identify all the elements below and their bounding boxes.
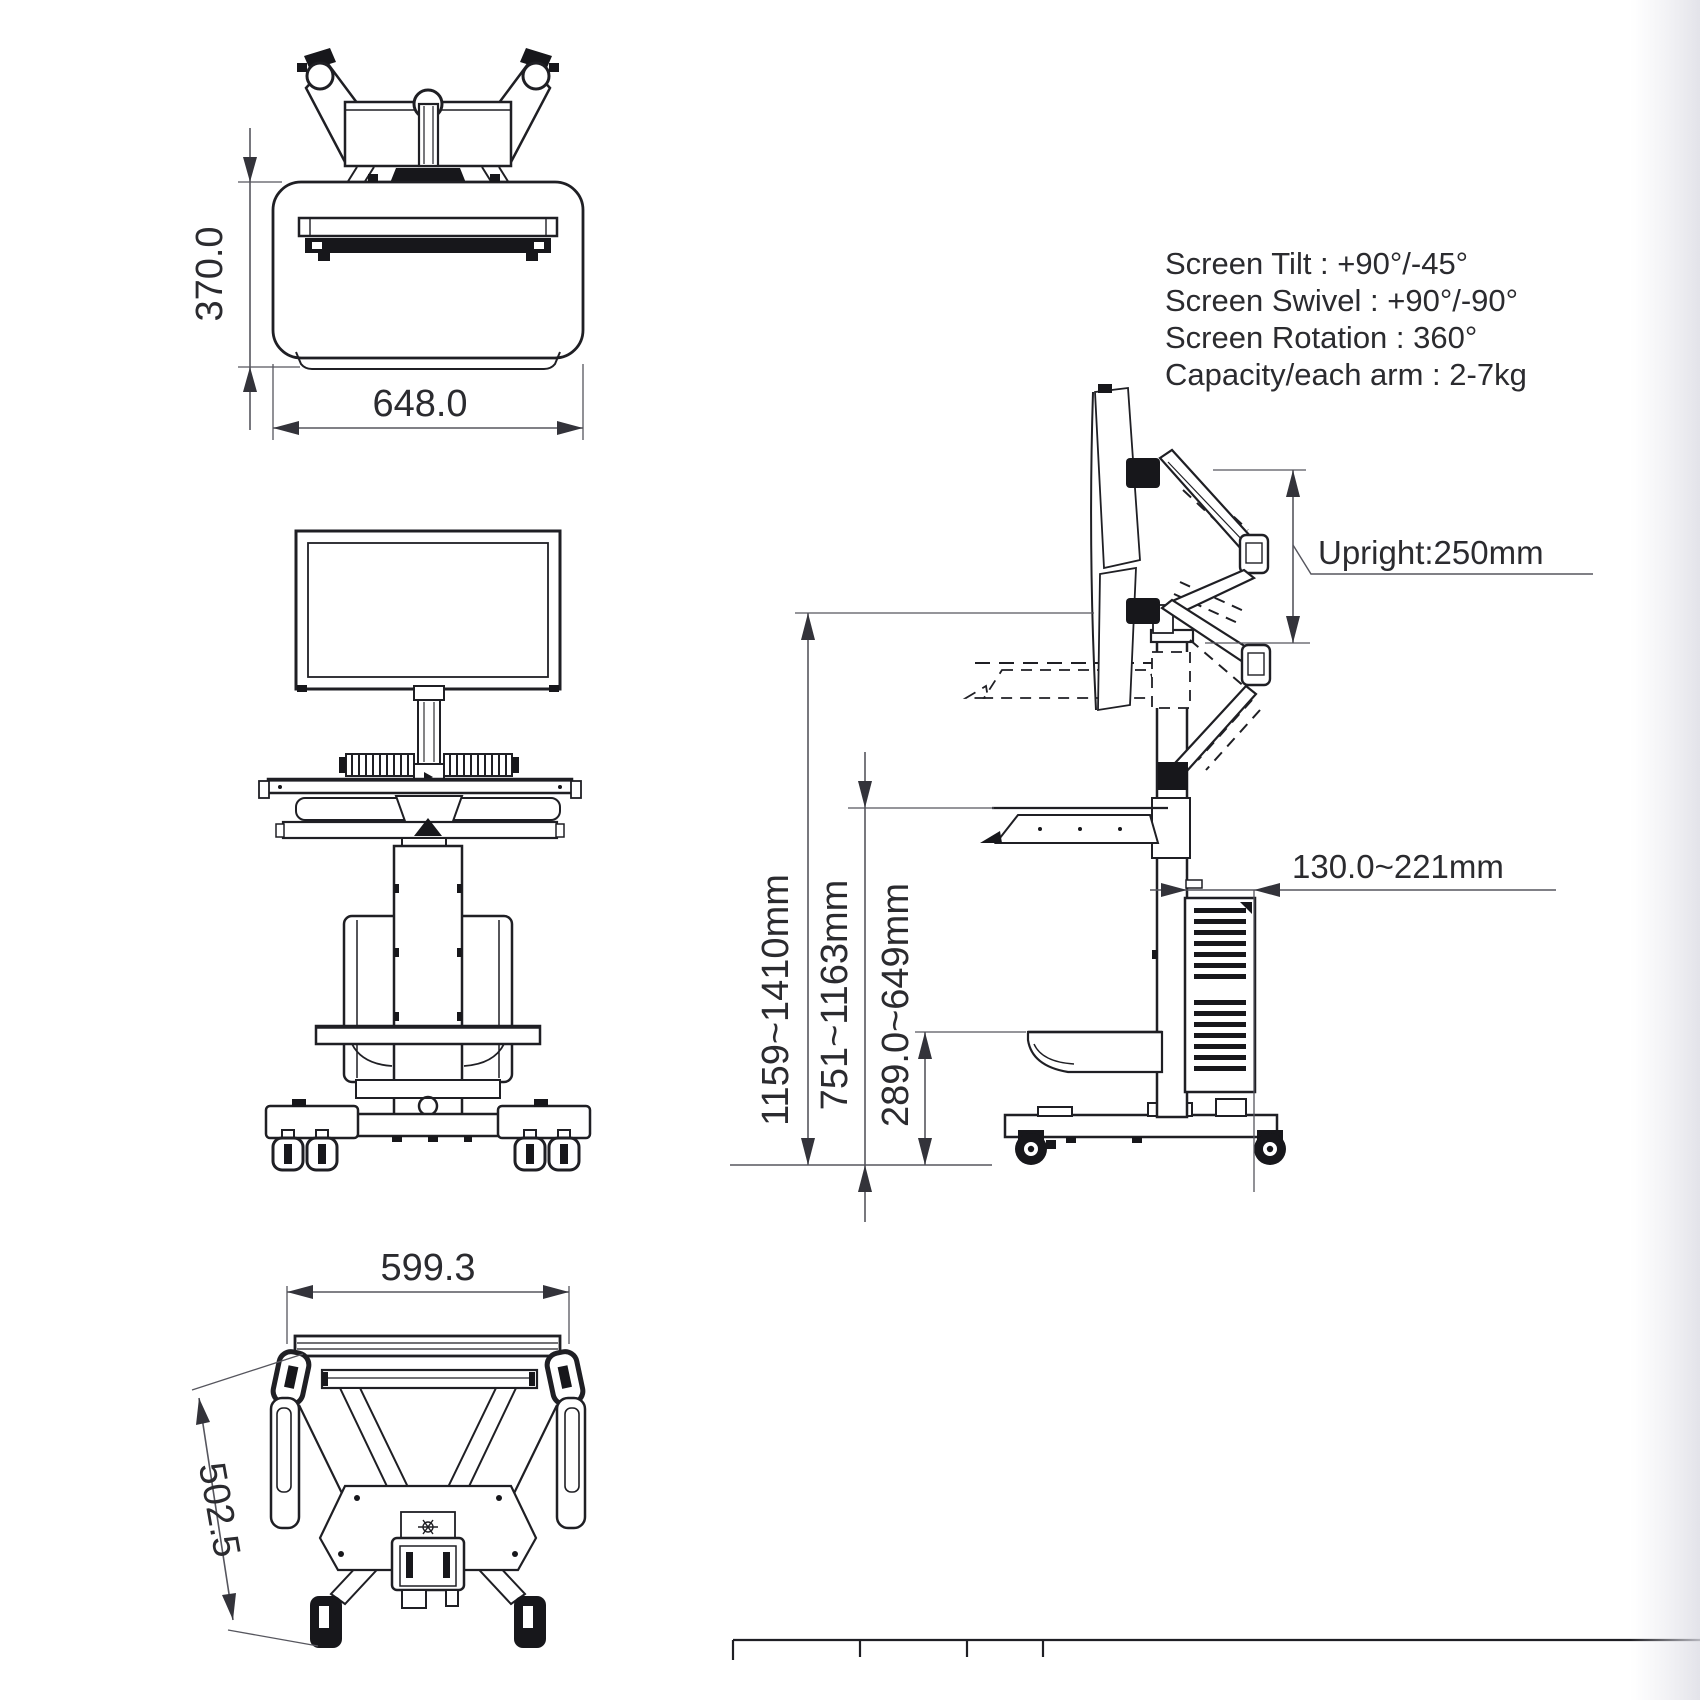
caster (305, 1129, 339, 1172)
caster (271, 1129, 305, 1172)
monitor-mount-lower (1126, 598, 1160, 624)
side-view-dim-keyboard-height: 751~1163mm (814, 752, 994, 1222)
bottom-view-dim-width: 599.3 (286, 1247, 570, 1344)
bottom-view-caster-bl (310, 1596, 342, 1648)
side-view-dim-shelf-height: 289.0~649mm (875, 883, 1026, 1165)
spec-annotations: Screen Tilt : +90°/-45° Screen Swivel : … (1165, 246, 1527, 392)
side-view-dim-cpu-depth: 130.0~221mm (1150, 848, 1556, 1192)
side-view-keyboard-tray (980, 797, 1191, 859)
spec-screen-rotation: Screen Rotation : 360° (1165, 320, 1477, 355)
side-view-keyboard-tray-raised (962, 651, 1191, 709)
front-view-pole (413, 685, 445, 793)
side-view-dim-overall-height: 1159~1410mm (755, 612, 1094, 1165)
front-view-shelf (314, 1024, 542, 1099)
arm-clamp-left (297, 48, 336, 91)
bottom-view-skirt-right (555, 1396, 587, 1530)
bottom-view-caster-fork-right (544, 1349, 586, 1407)
bottom-view-depth-label: 502.5 (190, 1459, 248, 1560)
front-view-knobs (339, 753, 519, 777)
spec-screen-swivel: Screen Swivel : +90°/-90° (1165, 283, 1518, 318)
side-view-caster-front (1015, 1130, 1056, 1165)
spec-capacity: Capacity/each arm : 2-7kg (1165, 357, 1527, 392)
side-view-dim-upright: Upright:250mm (1205, 469, 1593, 644)
arm-clamp-right (520, 48, 559, 91)
vent-slats-upper (1194, 908, 1246, 979)
title-block-edge (731, 1638, 1700, 1660)
bottom-view: 599.3 (190, 1247, 587, 1648)
front-view-base (264, 1099, 592, 1142)
front-view-worksurface (258, 777, 582, 851)
caster (547, 1129, 581, 1172)
monitor-mount-upper (1126, 458, 1160, 488)
side-view-monitors (1090, 384, 1160, 712)
front-view-column (392, 844, 464, 1118)
side-view-upper-arm (1158, 448, 1270, 616)
bottom-view-skirt-left (269, 1396, 301, 1530)
front-view (258, 529, 592, 1172)
side-view-cpu-holder (1183, 896, 1257, 1094)
side-view-base (1003, 1098, 1279, 1143)
vent-slats-lower (1194, 1000, 1246, 1071)
top-view: 370.0 648.0 (189, 48, 585, 440)
side-view: 1159~1410mm 751~1163mm 289.0~649mm 130.0… (730, 384, 1593, 1222)
side-view-lower-arm (1158, 598, 1272, 790)
top-view-dim-width: 648.0 (272, 364, 584, 440)
bottom-view-caster-br (514, 1596, 546, 1648)
bottom-view-worksurface-edge (293, 1334, 562, 1390)
top-view-body (271, 174, 585, 370)
bottom-view-width-label: 599.3 (380, 1247, 475, 1289)
caster (513, 1129, 547, 1172)
upright-label: Upright:250mm (1318, 534, 1544, 571)
side-view-caster-rear (1254, 1130, 1286, 1165)
shelf-height-label: 289.0~649mm (875, 883, 917, 1127)
top-view-monitor-edge (297, 216, 559, 261)
front-view-casters (271, 1129, 581, 1172)
top-view-width-label: 648.0 (372, 383, 467, 425)
scan-edge-shadow (1630, 0, 1700, 1700)
top-view-dim-depth: 370.0 (189, 128, 300, 430)
keyboard-height-label: 751~1163mm (814, 880, 856, 1111)
overall-height-label: 1159~1410mm (755, 874, 797, 1126)
cpu-depth-label: 130.0~221mm (1292, 848, 1504, 885)
spec-screen-tilt: Screen Tilt : +90°/-45° (1165, 246, 1468, 281)
label-plate-mark (418, 1519, 438, 1535)
top-view-arm-assembly (297, 48, 559, 198)
side-view-bottom-tray (1026, 1030, 1164, 1074)
bottom-view-pole-clamp (390, 1536, 466, 1609)
top-view-depth-label: 370.0 (189, 226, 231, 321)
front-view-monitor (294, 529, 562, 692)
